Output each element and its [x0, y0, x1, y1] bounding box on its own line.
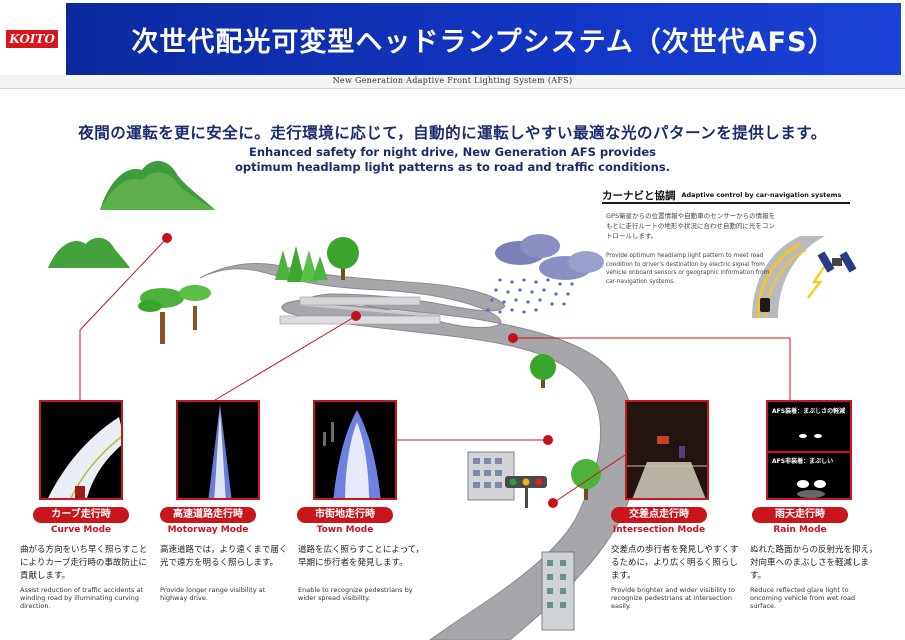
tree-round — [327, 237, 359, 280]
town-mode-desc-jp: 道路を広く照らすことによって，早期に歩行者を発見します。 — [298, 545, 425, 568]
town-mode-label-jp: 市街地走行時 — [297, 507, 393, 523]
motorway-mode-label-en: Motorway Mode — [167, 525, 249, 535]
motorway-mode-desc-en: Provide longer range visibility at highw… — [160, 586, 266, 602]
building-center — [467, 451, 515, 501]
intersection-mode-photo — [625, 400, 709, 500]
navi-heading-jp: カーナビと協調 — [602, 187, 682, 203]
rain-mode-desc-en: Reduce reflected glare light to oncoming… — [750, 586, 856, 610]
rain-clouds — [486, 234, 604, 314]
town-mode-label: 市街地走行時 Town Mode — [297, 507, 393, 535]
tree-cluster-center — [275, 246, 328, 282]
town-mode-desc-en: Enable to recognize pedestrians by wider… — [298, 586, 413, 602]
mountain-small — [48, 237, 130, 268]
intersection-mode-label: 交差点走行時 Intersection Mode — [611, 507, 707, 535]
curve-mode-desc-jp: 曲がる方向をいち早く照らすことによりカーブ走行時の事故防止に貢献します。 — [20, 545, 148, 581]
motorway-mode-photo — [176, 400, 260, 500]
tagline-jp: 夜間の運転を更に安全に。走行環境に応じて，自動的に運転しやすい最適な光のパターン… — [78, 124, 827, 142]
building-bottom — [541, 551, 575, 631]
rain-overlay-without-afs: AFS非装着：まぶしい — [772, 458, 834, 465]
motorway-mode-desc-jp: 高速道路では，より遠くまで届く光で遠方を明るく照らします。 — [160, 545, 288, 568]
subtitle-bar — [0, 75, 905, 89]
intersection-mode-desc-jp: 交差点の歩行者を発見しやすくするために，より広く明るく照らします。 — [611, 545, 739, 581]
navi-desc-en: Provide optimum headlamp light pattern t… — [606, 253, 770, 285]
curve-mode-desc-en: Assist reduction of traffic accidents at… — [20, 586, 144, 610]
tagline-en: Enhanced safety for night drive, New Gen… — [0, 145, 905, 175]
location-markers — [162, 233, 558, 508]
town-mode-photo — [313, 400, 397, 500]
koito-logo: KOITO — [6, 30, 58, 48]
navi-divider — [602, 202, 850, 204]
navi-heading: カーナビと協調 Adaptive control by car-navigati… — [602, 187, 841, 203]
rain-mode-desc-jp: ぬれた路面からの反射光を抑え，対向車へのまぶしさを軽減します。 — [750, 545, 878, 581]
curve-mode-label-en: Curve Mode — [50, 525, 112, 535]
rain-mode-label: 雨天走行時 Rain Mode — [752, 507, 848, 535]
navi-desc-jp: GPS衛星からの位置情報や自動車のセンサーからの情報をもとに走行ルートの地形や状… — [606, 212, 776, 240]
crosswalk — [479, 504, 528, 547]
navi-heading-en: Adaptive control by car-navigation syste… — [681, 191, 842, 199]
header-banner — [66, 3, 901, 75]
tree-right — [530, 354, 601, 500]
traffic-light — [505, 476, 547, 508]
motorway-mode-label: 高速道路走行時 Motorway Mode — [160, 507, 256, 535]
page-title: 次世代配光可変型ヘッドランプシステム（次世代AFS） — [131, 27, 836, 58]
curve-mode-photo — [39, 400, 123, 500]
tagline-en-line1: Enhanced safety for night drive, New Gen… — [249, 145, 656, 159]
connector-lines — [79, 237, 791, 504]
header — [0, 0, 905, 76]
rain-mode-photo: AFS装着：まぶしさの軽減 AFS非装着：まぶしい — [766, 400, 852, 500]
intersection-mode-label-en: Intersection Mode — [612, 525, 706, 535]
rain-mode-label-jp: 雨天走行時 — [752, 507, 848, 523]
curve-mode-label-jp: カーブ走行時 — [33, 507, 129, 523]
intersection-mode-label-jp: 交差点走行時 — [611, 507, 707, 523]
town-mode-label-en: Town Mode — [316, 525, 374, 535]
page-subtitle: New Generation Adaptive Front Lighting S… — [332, 76, 573, 85]
tagline-en-line2: optimum headlamp light patterns as to ro… — [234, 160, 671, 174]
curve-mode-label: カーブ走行時 Curve Mode — [33, 507, 129, 535]
navi-diagram — [752, 236, 857, 319]
intersection-mode-desc-en: Provide brighter and wider visibility to… — [611, 586, 735, 610]
satellite-icon — [817, 251, 857, 273]
rain-mode-label-en: Rain Mode — [773, 525, 827, 535]
rain-overlay-with-afs: AFS装着：まぶしさの軽減 — [772, 408, 846, 415]
motorway-mode-label-jp: 高速道路走行時 — [160, 507, 256, 523]
tree-left — [138, 285, 211, 344]
